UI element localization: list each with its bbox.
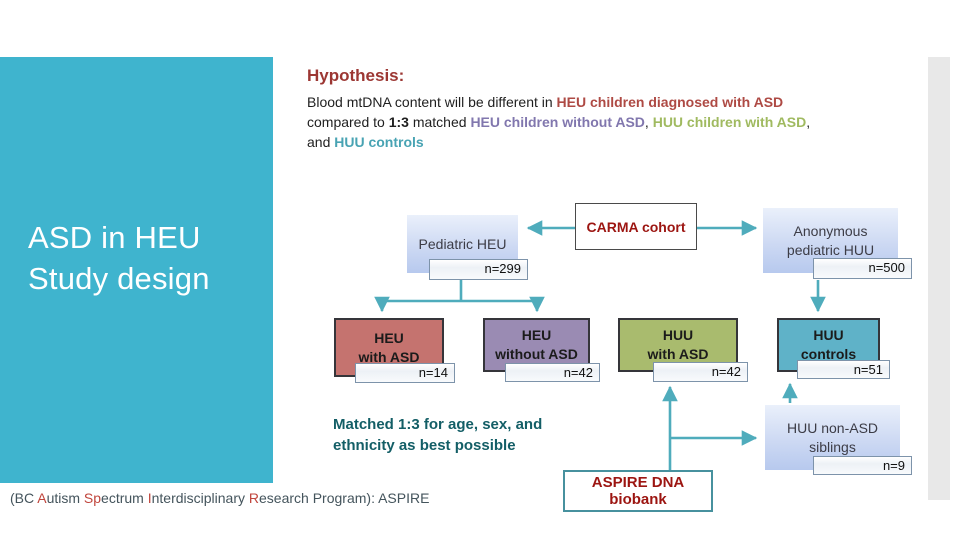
footer-seg-red: A xyxy=(37,490,47,506)
title-panel: ASD in HEU Study design xyxy=(0,57,273,483)
count-huu-with-asd: n=42 xyxy=(653,362,748,382)
count-huu-controls-value: n=51 xyxy=(853,362,883,377)
node-siblings-line2: siblings xyxy=(809,438,856,455)
footer-seg: Program): ASPIRE xyxy=(312,490,430,506)
node-huu-with-asd-line1: HUU xyxy=(662,327,694,343)
node-huu-controls-line1: HUU xyxy=(813,327,844,343)
node-huu-with-asd-line2: with ASD xyxy=(647,346,709,362)
slide-title-line1: ASD in HEU xyxy=(28,220,201,255)
count-siblings: n=9 xyxy=(813,456,912,475)
count-anonymous-huu: n=500 xyxy=(813,258,912,279)
hyp-seg: , xyxy=(806,114,811,130)
node-pediatric-heu-label: Pediatric HEU xyxy=(418,235,507,252)
hypothesis-block: Hypothesis: Blood mtDNA content will be … xyxy=(307,66,927,152)
slide-title: ASD in HEU Study design xyxy=(28,217,210,299)
branch-pediatric xyxy=(382,280,537,303)
footer-seg-red: Sp xyxy=(83,490,102,506)
node-aspire-biobank: ASPIRE DNA biobank xyxy=(563,470,713,512)
footer-seg-red: I xyxy=(147,490,152,506)
hypothesis-heading: Hypothesis: xyxy=(307,66,405,85)
node-siblings-line1: HUU non-ASD xyxy=(786,419,879,436)
matched-note-line2: ethnicity as best possible xyxy=(333,437,516,454)
count-heu-with-asd-value: n=14 xyxy=(418,365,448,380)
node-anon-line2: pediatric HUU xyxy=(786,241,875,258)
count-heu-without-asd-value: n=42 xyxy=(563,365,593,380)
hyp-seg-teal: HUU controls xyxy=(334,134,424,150)
node-carma-cohort: CARMA cohort xyxy=(575,203,697,250)
footer-seg: (BC xyxy=(10,490,38,506)
node-heu-without-asd-line2: without ASD xyxy=(495,346,578,362)
count-huu-with-asd-value: n=42 xyxy=(711,364,741,379)
hyp-seg: matched xyxy=(408,114,471,130)
next-slide-edge xyxy=(928,57,950,500)
slide-title-line2: Study design xyxy=(28,261,210,296)
count-siblings-value: n=9 xyxy=(882,458,905,473)
footer-seg: ectrum xyxy=(101,490,148,506)
count-pediatric-heu: n=299 xyxy=(429,259,528,280)
matched-note-line1: Matched 1:3 for age, sex, and xyxy=(333,416,543,433)
matched-note: Matched 1:3 for age, sex, and ethnicity … xyxy=(333,414,542,456)
node-huu-controls-line2: controls xyxy=(800,346,857,362)
hyp-seg-bold: 1:3 xyxy=(388,114,409,130)
hyp-seg: , xyxy=(644,114,653,130)
hyp-seg: Blood mtDNA content will be different in xyxy=(307,94,557,110)
count-heu-without-asd: n=42 xyxy=(505,363,600,382)
node-biobank-label: ASPIRE DNA biobank xyxy=(591,474,685,508)
count-pediatric-heu-value: n=299 xyxy=(484,261,521,276)
hyp-seg-red: HEU children diagnosed with ASD xyxy=(556,94,784,110)
node-heu-without-asd-line1: HEU xyxy=(521,327,552,343)
footer-seg: esearch xyxy=(259,490,313,506)
footer-seg: nterdisciplinary xyxy=(151,490,249,506)
footer-seg: utism xyxy=(46,490,84,506)
node-heu-with-asd-line1: HEU xyxy=(374,329,404,346)
node-anon-line1: Anonymous xyxy=(793,222,868,239)
hyp-seg: compared to xyxy=(307,114,389,130)
hyp-seg: and xyxy=(307,134,335,150)
count-anonymous-huu-value: n=500 xyxy=(868,260,905,275)
hyp-seg-green: HUU children with ASD xyxy=(652,114,807,130)
hyp-seg-purple: HEU children without ASD xyxy=(470,114,645,130)
footer-seg-red: R xyxy=(248,490,260,506)
count-heu-with-asd: n=14 xyxy=(355,363,455,383)
footer-aspire-caption: (BC Autism Spectrum Interdisciplinary Re… xyxy=(10,490,429,506)
node-carma-label: CARMA cohort xyxy=(586,218,686,235)
node-heu-with-asd-line2: with ASD xyxy=(358,348,420,365)
hypothesis-body: Blood mtDNA content will be different in… xyxy=(307,92,927,152)
count-huu-controls: n=51 xyxy=(797,360,890,379)
